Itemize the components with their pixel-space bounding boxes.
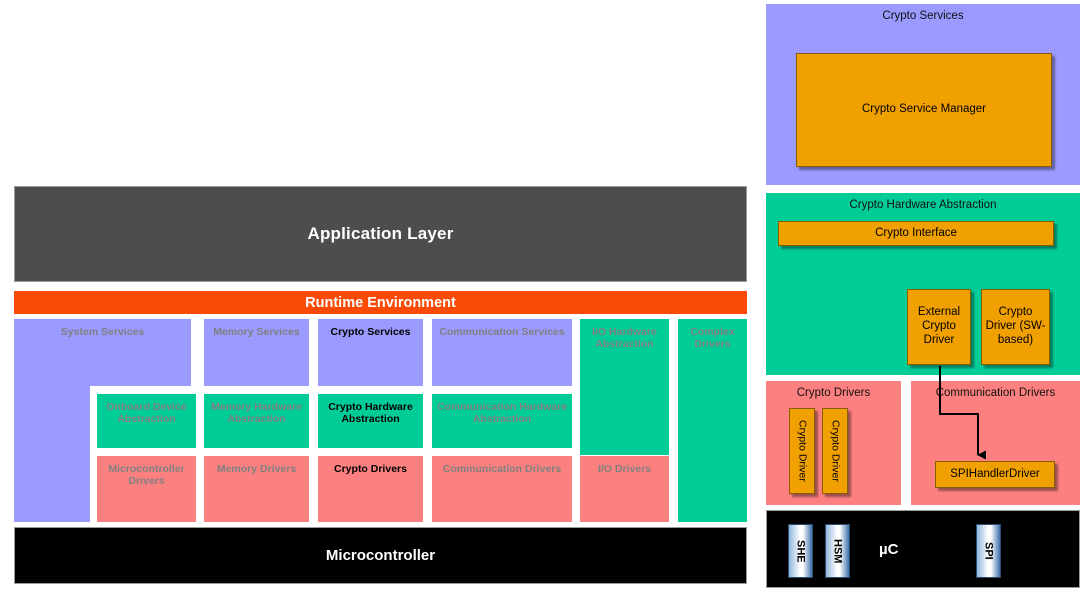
application-layer-band: Application Layer: [14, 186, 747, 282]
bsw-cell-io-drivers: I/O Drivers: [580, 456, 669, 522]
bsw-cell-communication-services: Communication Services: [432, 319, 572, 386]
bsw-cell-memory-drivers: Memory Drivers: [204, 456, 309, 522]
connector-arrow-layer: [766, 0, 1080, 597]
external-crypto-driver-to-spi-handler-arrow: [940, 366, 978, 455]
basic-software-region: System Services Memory Services Crypto S…: [14, 319, 747, 522]
bsw-cell-memory-services: Memory Services: [204, 319, 309, 386]
bsw-cell-system-services: System Services: [14, 319, 191, 386]
autosar-layered-architecture: Application Layer Runtime Environment Sy…: [14, 186, 747, 584]
bsw-cell-onboard-device-abstraction: Onboard Device Abstraction: [97, 394, 196, 448]
crypto-stack-detail: Crypto Services Crypto Service Manager C…: [766, 0, 1080, 597]
microcontroller-band: Microcontroller: [14, 527, 747, 584]
bsw-cell-communication-hardware-abstraction: Communication Hardware Abstraction: [432, 394, 572, 448]
bsw-cell-communication-drivers: Communication Drivers: [432, 456, 572, 522]
bsw-cell-microcontroller-drivers: Microcontroller Drivers: [97, 456, 196, 522]
bsw-cell-crypto-drivers: Crypto Drivers: [318, 456, 423, 522]
bsw-cell-crypto-hardware-abstraction: Crypto Hardware Abstraction: [318, 394, 423, 448]
bsw-cell-complex-drivers: Complex Drivers: [678, 319, 747, 522]
runtime-environment-band: Runtime Environment: [14, 291, 747, 314]
bsw-cell-crypto-services: Crypto Services: [318, 319, 423, 386]
bsw-cell-memory-hardware-abstraction: Memory Hardware Abstraction: [204, 394, 309, 448]
bsw-cell-io-hardware-abstraction: I/O Hardware Abstraction: [580, 319, 669, 455]
bsw-cell-system-services-extension: [14, 386, 90, 522]
